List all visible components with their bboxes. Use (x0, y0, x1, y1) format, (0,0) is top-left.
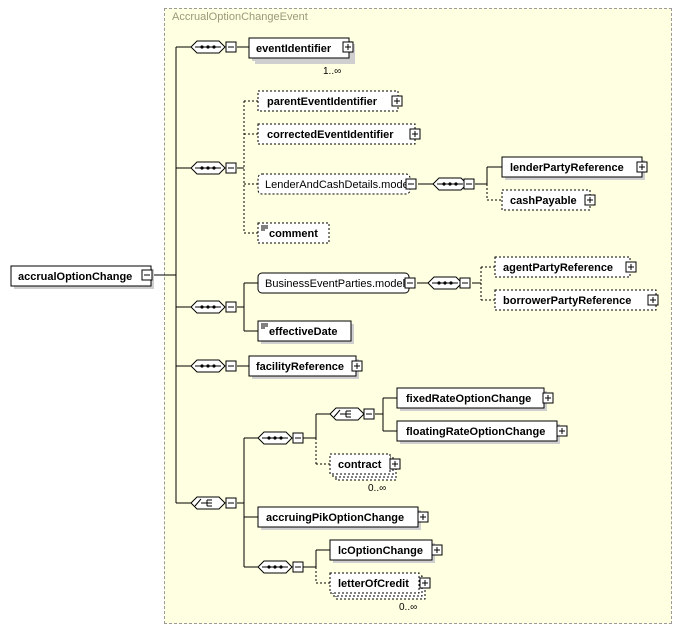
svg-text:lenderPartyReference: lenderPartyReference (510, 162, 624, 174)
svg-text:0..∞: 0..∞ (399, 602, 417, 613)
parent-event-identifier-element[interactable]: parentEventIdentifier (257, 90, 403, 112)
collapse-icon[interactable] (292, 432, 304, 444)
expand-icon[interactable] (351, 360, 363, 372)
svg-text:cashPayable: cashPayable (510, 195, 577, 207)
sequence-compositor-icon[interactable] (190, 161, 226, 175)
collapse-icon[interactable] (292, 561, 304, 573)
expand-icon[interactable] (419, 577, 431, 589)
collapse-icon[interactable] (225, 360, 237, 372)
svg-text:LenderAndCashDetails.model: LenderAndCashDetails.model (265, 179, 411, 191)
sequence-compositor-icon[interactable] (190, 300, 226, 314)
svg-text:facilityReference: facilityReference (256, 361, 344, 373)
lender-party-reference-element[interactable]: lenderPartyReference (501, 156, 648, 180)
expand-icon[interactable] (556, 425, 568, 437)
sequence-compositor-icon[interactable] (427, 276, 463, 290)
sequence-compositor-icon[interactable] (190, 40, 226, 54)
svg-text:agentPartyReference: agentPartyReference (503, 262, 613, 274)
svg-text:contract: contract (338, 459, 382, 471)
facility-reference-element[interactable]: facilityReference (248, 355, 363, 379)
svg-text:letterOfCredit: letterOfCredit (338, 578, 409, 590)
letter-of-credit-element[interactable]: letterOfCredit 0..∞ (329, 572, 431, 613)
expand-icon[interactable] (409, 128, 421, 140)
corrected-event-identifier-element[interactable]: correctedEventIdentifier (257, 123, 421, 145)
svg-text:fixedRateOptionChange: fixedRateOptionChange (406, 393, 531, 405)
svg-text:correctedEventIdentifier: correctedEventIdentifier (267, 129, 394, 141)
expand-icon[interactable] (389, 458, 401, 470)
collapse-icon[interactable] (463, 178, 475, 190)
expand-icon[interactable] (636, 161, 648, 173)
expand-icon[interactable] (431, 544, 443, 556)
svg-text:floatingRateOptionChange: floatingRateOptionChange (406, 426, 545, 438)
collapse-icon[interactable] (225, 497, 237, 509)
expand-icon[interactable] (342, 41, 354, 53)
svg-text:1..∞: 1..∞ (323, 66, 341, 77)
svg-text:accruingPikOptionChange: accruingPikOptionChange (266, 512, 404, 524)
event-identifier-element[interactable]: eventIdentifier 1..∞ (248, 37, 355, 77)
borrower-party-reference-element[interactable]: borrowerPartyReference (494, 289, 659, 311)
svg-text:borrowerPartyReference: borrowerPartyReference (503, 295, 631, 307)
collapse-icon[interactable] (225, 162, 237, 174)
root-element[interactable]: accrualOptionChange (10, 265, 154, 289)
expand-icon[interactable] (417, 511, 429, 523)
fixed-rate-option-change-element[interactable]: fixedRateOptionChange (396, 387, 554, 411)
sequence-compositor-icon[interactable] (257, 560, 293, 574)
expand-icon[interactable] (647, 294, 659, 306)
cash-payable-element[interactable]: cashPayable (501, 189, 596, 211)
choice-compositor-icon[interactable] (329, 407, 365, 421)
text-content-icon (261, 225, 268, 231)
svg-text:0..∞: 0..∞ (368, 483, 386, 494)
svg-text:BusinessEventParties.model: BusinessEventParties.model (265, 278, 405, 290)
expand-icon[interactable] (542, 392, 554, 404)
agent-party-reference-element[interactable]: agentPartyReference (494, 256, 637, 278)
connectors (152, 46, 502, 584)
contract-element[interactable]: contract 0..∞ (329, 453, 401, 494)
choice-compositor-icon[interactable] (190, 496, 226, 510)
effective-date-element[interactable]: effectiveDate (257, 320, 354, 344)
sequence-compositor-icon[interactable] (257, 431, 293, 445)
svg-text:eventIdentifier: eventIdentifier (256, 43, 332, 55)
lc-option-change-element[interactable]: lcOptionChange (329, 539, 443, 563)
collapse-icon[interactable] (225, 301, 237, 313)
text-content-icon (261, 323, 268, 329)
floating-rate-option-change-element[interactable]: floatingRateOptionChange (396, 420, 568, 444)
collapse-icon[interactable] (141, 269, 153, 281)
root-label: accrualOptionChange (18, 271, 132, 283)
expand-icon[interactable] (625, 261, 637, 273)
collapse-icon[interactable] (404, 277, 416, 289)
comment-element[interactable]: comment (257, 222, 330, 244)
collapse-icon[interactable] (363, 408, 375, 420)
svg-text:comment: comment (269, 228, 318, 240)
collapse-icon[interactable] (459, 277, 471, 289)
sequence-compositor-icon[interactable] (432, 177, 468, 191)
svg-text:lcOptionChange: lcOptionChange (338, 545, 423, 557)
group-title: AccrualOptionChangeEvent (172, 11, 308, 23)
business-event-parties-group[interactable]: BusinessEventParties.model (257, 272, 416, 294)
collapse-icon[interactable] (405, 178, 417, 190)
lender-and-cash-details-group[interactable]: LenderAndCashDetails.model (257, 173, 417, 195)
expand-icon[interactable] (584, 194, 596, 206)
sequence-compositor-icon[interactable] (190, 359, 226, 373)
svg-text:effectiveDate: effectiveDate (269, 326, 337, 338)
expand-icon[interactable] (391, 95, 403, 107)
collapse-icon[interactable] (225, 41, 237, 53)
accruing-pik-option-change-element[interactable]: accruingPikOptionChange (257, 506, 429, 530)
svg-text:parentEventIdentifier: parentEventIdentifier (267, 96, 378, 108)
